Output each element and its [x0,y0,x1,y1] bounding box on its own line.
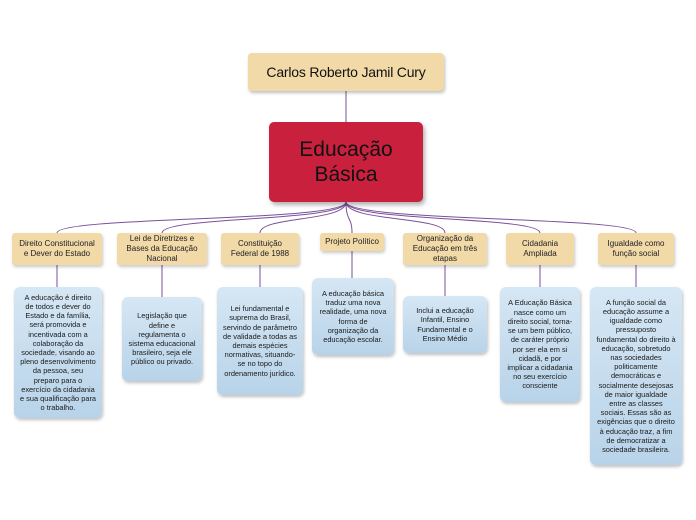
detail-direito-constitucional[interactable]: A educação é direito de todos e dever do… [14,287,102,418]
connector-central-topic-0 [56,201,347,234]
connector-central-topic-5 [345,201,541,234]
detail-projeto-politico[interactable]: A educação básica traduz uma nova realid… [312,278,394,355]
topic-constituicao-federal[interactable]: Constituição Federal de 1988 [221,233,299,265]
topic-label: Projeto Político [325,237,379,246]
author-node[interactable]: Carlos Roberto Jamil Cury [248,53,444,91]
connector-central-topic-1 [161,201,347,234]
topic-label: Lei de Diretrizes e Bases da Educação Na… [126,234,198,263]
detail-text: A função social da educação assume a igu… [596,297,676,455]
central-topic-label: Educação Básica [299,138,393,186]
topic-direito-constitucional[interactable]: Direito Constitucional e Dever do Estado [12,233,102,265]
detail-text: Legislação que define e regulamenta o si… [128,311,196,367]
topic-cidadania-ampliada[interactable]: Cidadania Ampliada [506,233,574,265]
topic-label: Direito Constitucional e Dever do Estado [19,239,95,258]
topic-ldb[interactable]: Lei de Diretrizes e Bases da Educação Na… [117,233,207,265]
topic-projeto-politico[interactable]: Projeto Político [320,233,384,251]
detail-ldb[interactable]: Legislação que define e regulamenta o si… [122,297,202,381]
topic-label: Igualdade como função social [607,239,665,258]
detail-text: A educação é direito de todos e dever do… [20,292,97,413]
author-label: Carlos Roberto Jamil Cury [266,64,426,80]
detail-organizacao-etapas[interactable]: Inclui a educação Infantil, Ensino Funda… [403,296,487,353]
topic-label: Cidadania Ampliada [521,239,559,258]
topic-igualdade-funcao-social[interactable]: Igualdade como função social [598,233,674,265]
topic-label: Organização da Educação em três etapas [412,234,478,263]
connector-central-topic-2 [259,201,347,234]
connector-central-topic-3 [345,201,353,234]
detail-constituicao-federal[interactable]: Lei fundamental e suprema do Brasil, ser… [217,287,303,395]
topic-label: Constituição Federal de 1988 [230,239,290,258]
detail-text: A Educação Básica nasce como um direito … [507,298,573,391]
detail-text: Inclui a educação Infantil, Ensino Funda… [416,306,474,343]
detail-igualdade-funcao-social[interactable]: A função social da educação assume a igu… [590,287,682,465]
topic-organizacao-etapas[interactable]: Organização da Educação em três etapas [403,233,487,265]
detail-text: Lei fundamental e suprema do Brasil, ser… [223,304,297,378]
detail-text: A educação básica traduz uma nova realid… [319,288,387,344]
central-topic[interactable]: Educação Básica [269,122,423,202]
detail-cidadania-ampliada[interactable]: A Educação Básica nasce como um direito … [500,287,580,402]
connector-central-topic-6 [345,201,637,234]
connector-central-topic-4 [345,201,446,234]
